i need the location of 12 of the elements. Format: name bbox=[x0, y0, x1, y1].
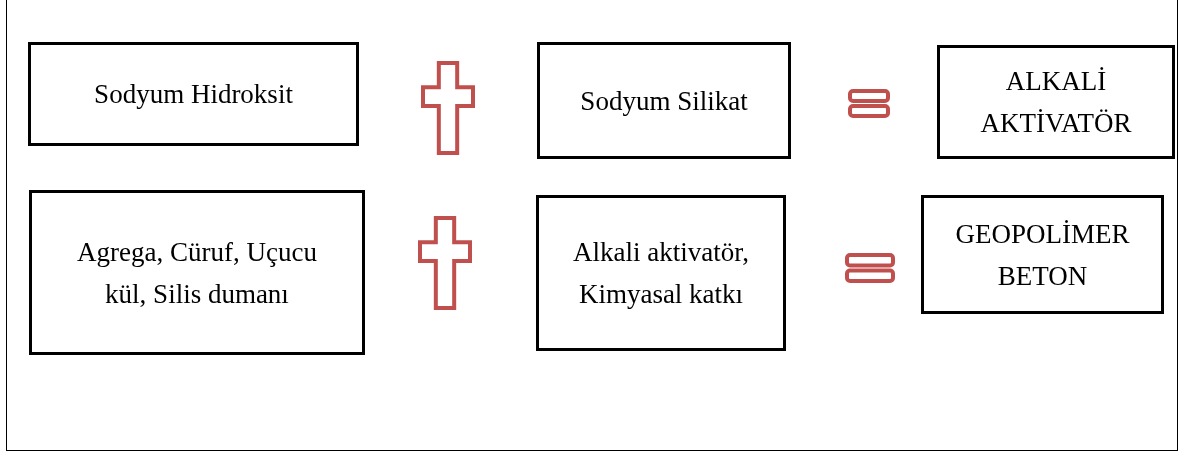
node-text: Sodyum Hidroksit bbox=[94, 78, 293, 111]
process-box bbox=[28, 42, 359, 146]
process-box bbox=[921, 195, 1164, 314]
node-text: Sodyum Silikat bbox=[580, 84, 748, 118]
node-text: ALKALİ AKTİVATÖR bbox=[979, 65, 1133, 140]
node-text: Agrega, Cüruf, Uçucu kül, Silis dumanı bbox=[76, 235, 318, 311]
process-box bbox=[536, 195, 786, 351]
process-box bbox=[937, 45, 1175, 159]
process-box bbox=[537, 42, 791, 159]
node-text: GEOPOLİMER BETON bbox=[954, 217, 1131, 293]
node-text: Alkali aktivatör, Kimyasal katkı bbox=[572, 236, 750, 311]
process-box bbox=[29, 190, 365, 355]
